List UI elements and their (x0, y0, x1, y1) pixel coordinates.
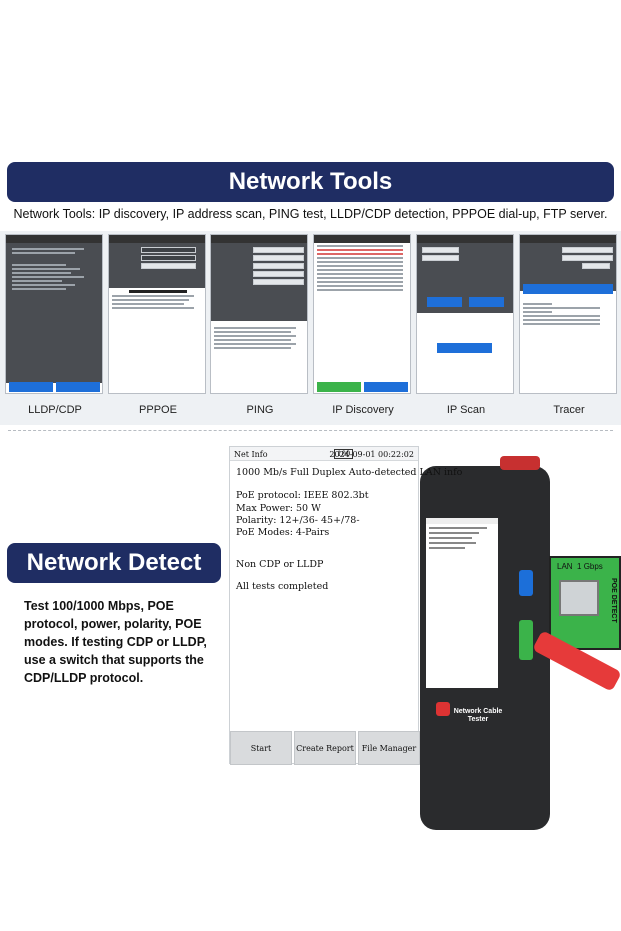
rj45-jack-icon (559, 580, 599, 616)
max-power: Max Power: 50 W (236, 503, 321, 514)
net-info-screen: Net Info 100 2024-09-01 00:22:02 1000 Mb… (229, 446, 462, 765)
tracer-screenshot (519, 234, 617, 394)
power-button (436, 702, 450, 716)
lan-port-closeup: LAN 1 Gbps POE DETECT (549, 556, 621, 650)
datetime: 2024-09-01 00:22:02 (329, 450, 414, 459)
net-info-header: Net Info 100 2024-09-01 00:22:02 (230, 447, 418, 461)
ip-scan-screenshot (416, 234, 514, 394)
tool-screenshots-strip (0, 231, 621, 425)
cdp-lldp-status: Non CDP or LLDP (236, 559, 324, 570)
section-divider (8, 430, 613, 431)
lan-label: LAN 1 Gbps (557, 562, 603, 571)
device-top-cap (500, 456, 540, 470)
green-port (519, 620, 533, 660)
poe-detect-label: POE DETECT (610, 578, 617, 623)
ping-screenshot (210, 234, 308, 394)
battery-icon: 100 (334, 449, 354, 459)
poe-protocol: PoE protocol: IEEE 802.3bt (236, 490, 369, 501)
network-detect-banner: Network Detect (7, 543, 221, 583)
caption-ip-scan: IP Scan (446, 404, 486, 416)
caption-tracer: Tracer (553, 404, 585, 416)
create-report-button[interactable]: Create Report (294, 731, 356, 765)
lldp-cdp-screenshot (5, 234, 103, 394)
polarity: Polarity: 12+/36- 45+/78- (236, 515, 360, 526)
poe-modes: PoE Modes: 4-Pairs (236, 527, 330, 538)
caption-lldp-cdp: LLDP/CDP (28, 404, 82, 416)
action-bar: Start Create Report File Manager (230, 731, 420, 765)
network-detect-description: Test 100/1000 Mbps, POE protocol, power,… (24, 599, 207, 685)
network-tools-subtitle: Network Tools: IP discovery, IP address … (13, 207, 608, 221)
net-info-title: Net Info (234, 450, 268, 459)
caption-ping: PING (246, 404, 274, 416)
device-label: Network Cable Tester (453, 708, 503, 723)
ip-discovery-screenshot (313, 234, 411, 394)
blue-port (519, 570, 533, 596)
caption-pppoe: PPPOE (139, 404, 177, 416)
network-tools-banner: Network Tools (7, 162, 614, 202)
file-manager-button[interactable]: File Manager (358, 731, 420, 765)
pppoe-screenshot (108, 234, 206, 394)
link-info: 1000 Mb/s Full Duplex Auto-detected LAN … (236, 467, 463, 478)
tests-status: All tests completed (236, 581, 329, 592)
caption-ip-discovery: IP Discovery (332, 404, 394, 416)
start-button[interactable]: Start (230, 731, 292, 765)
device-screen (426, 518, 498, 688)
